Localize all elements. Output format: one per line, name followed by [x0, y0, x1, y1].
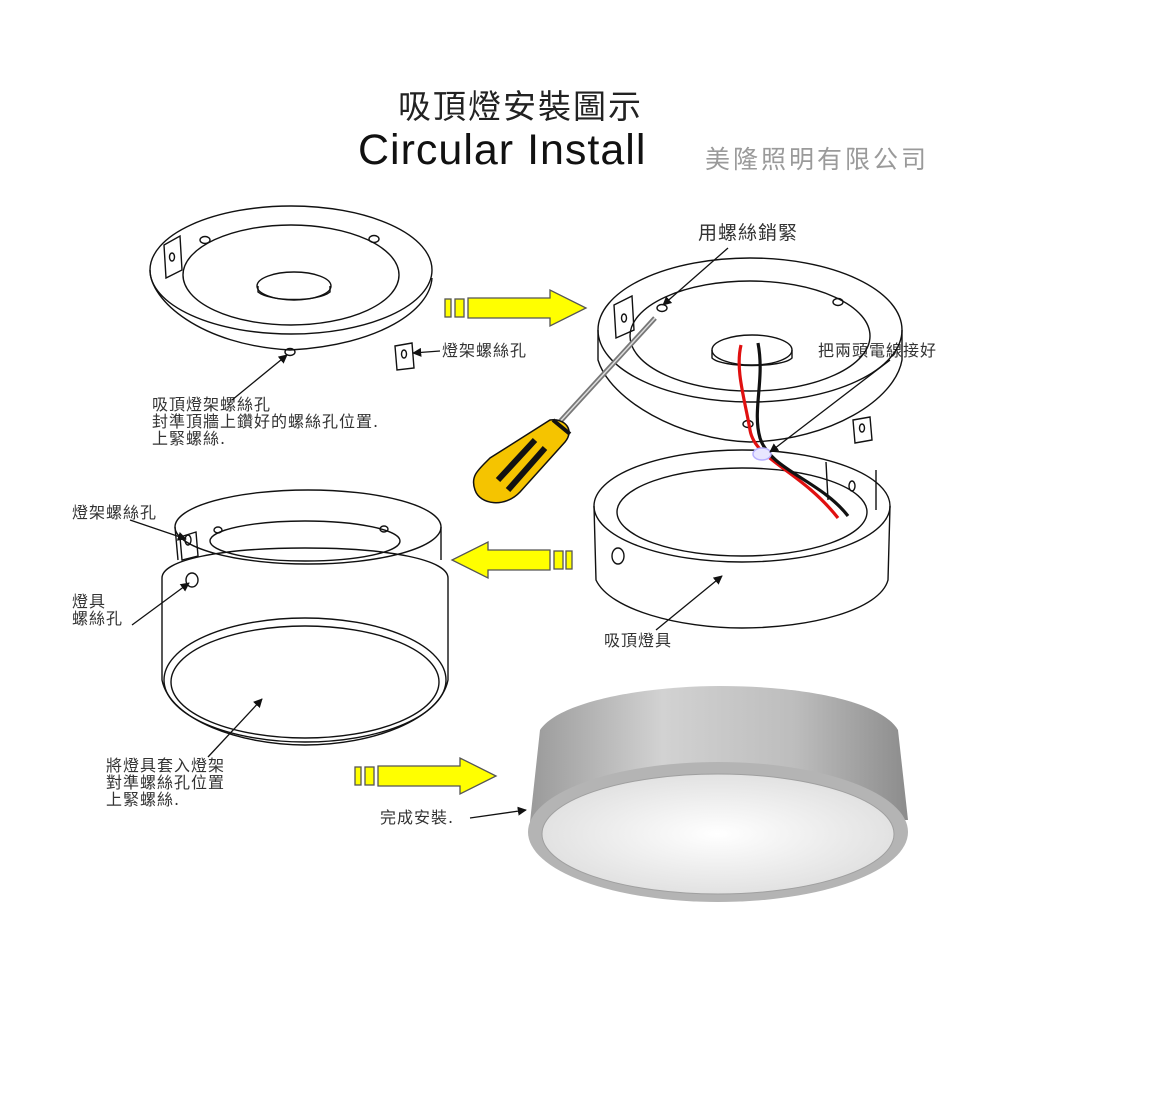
pointer-ceiling-fixture [655, 575, 723, 631]
fixture-body-right [593, 449, 891, 629]
pointer-complete [469, 806, 527, 819]
pointer-fixture-hole [131, 582, 190, 626]
bracket-plate-top-right [597, 257, 903, 444]
wires [737, 342, 850, 519]
pointer-bracket-instruction [231, 354, 288, 401]
label-complete: 完成安裝. [380, 808, 455, 827]
finished-lamp [528, 686, 908, 902]
label-bracket-hole-left: 燈架螺絲孔 [72, 503, 158, 522]
pointer-bracket-hole-left [129, 519, 187, 541]
arrow-right-bottom [354, 756, 498, 796]
label-ceiling-fixture: 吸頂燈具 [604, 631, 673, 650]
company-name: 美隆照明有限公司 [705, 145, 930, 174]
label-bracket-hole-top: 燈架螺絲孔 [442, 341, 528, 360]
pointer-fit-instruction [207, 698, 263, 758]
arrow-right-top [444, 288, 588, 328]
label-connect-wires: 把兩頭電線接好 [818, 341, 938, 360]
title-english: Circular Install [358, 126, 647, 174]
pointer-bracket-hole-top [412, 347, 441, 357]
arrow-left-middle [450, 540, 573, 580]
label-bracket-instruction: 吸頂燈架螺絲孔 封準頂牆上鑽好的螺絲孔位置. 上緊螺絲. [152, 395, 380, 448]
screwdriver-icon [472, 316, 657, 504]
pointer-connect-wires [769, 359, 891, 453]
label-fit-instruction: 將燈具套入燈架 對準螺絲孔位置 上緊螺絲. [106, 756, 226, 809]
label-fixture-hole: 燈具 螺絲孔 [72, 592, 124, 628]
title-chinese: 吸頂燈安裝圖示 [398, 87, 643, 126]
label-screw-tight: 用螺絲銷緊 [698, 222, 799, 244]
assembled-fixture-left [161, 489, 449, 746]
pointer-screw-tight [662, 247, 729, 306]
bracket-plate-top-left [149, 205, 433, 371]
